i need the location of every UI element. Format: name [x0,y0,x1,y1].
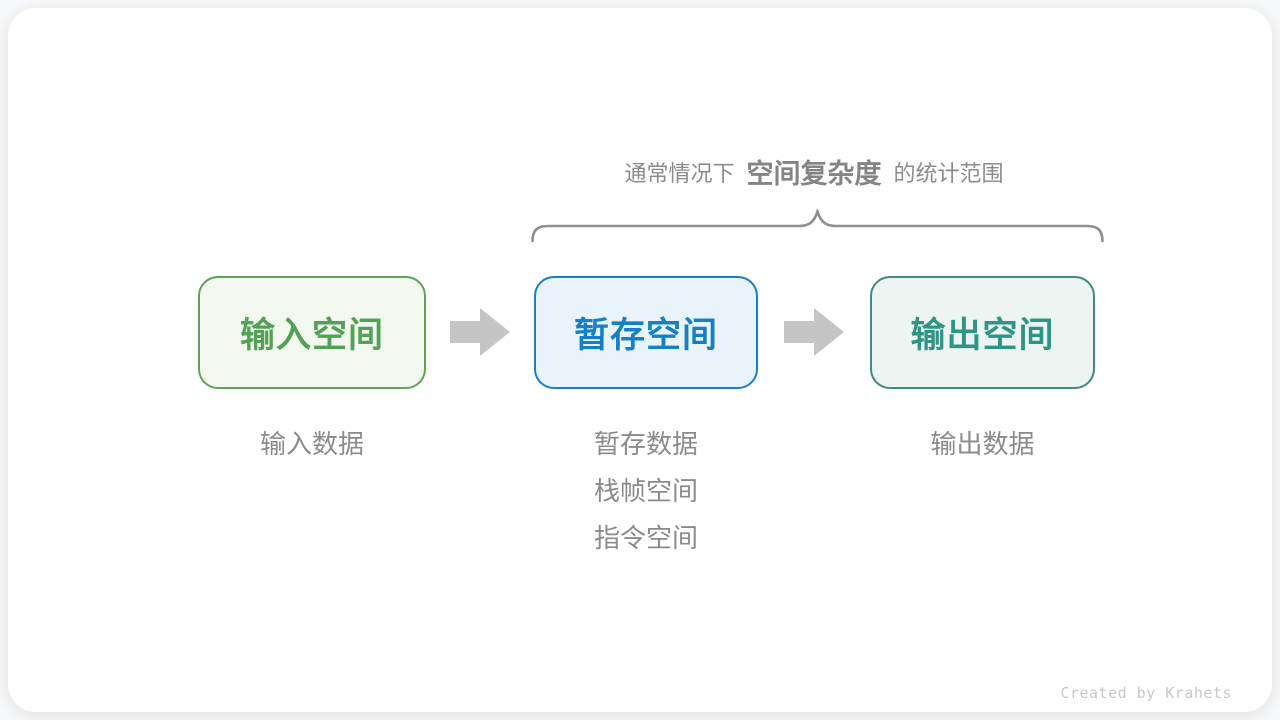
node-input-space: 输入空间 [198,276,426,389]
caption-highlight: 空间复杂度 [746,159,882,189]
annotation-input: 输入数据 [198,421,426,468]
arrow-right-icon [450,308,510,356]
credit-watermark: Created by Krahets [1060,684,1232,702]
node-temp-space-label: 暂存空间 [573,316,718,355]
arrow-right-icon [784,308,844,356]
node-output-space: 输出空间 [870,276,1095,389]
node-output-space-label: 输出空间 [910,316,1055,355]
annotation-line: 栈帧空间 [593,476,698,506]
annotation-line: 指令空间 [593,523,698,553]
annotation-output: 输出数据 [870,421,1095,468]
caption-suffix: 的统计范围 [893,161,1004,186]
annotation-line: 输出数据 [930,429,1035,459]
node-temp-space: 暂存空间 [534,276,758,389]
diagram-card: 通常情况下空间复杂度的统计范围 输入空间 暂存空间 输出空间 输入数据 暂存数据… [8,8,1272,712]
caption-prefix: 通常情况下 [624,161,735,186]
curly-brace-icon [531,209,1104,243]
annotation-temp: 暂存数据 栈帧空间 指令空间 [534,421,758,562]
diagram-caption: 通常情况下空间复杂度的统计范围 [514,156,1114,192]
annotation-line: 输入数据 [259,429,364,459]
annotation-line: 暂存数据 [593,429,698,459]
node-input-space-label: 输入空间 [239,316,384,355]
